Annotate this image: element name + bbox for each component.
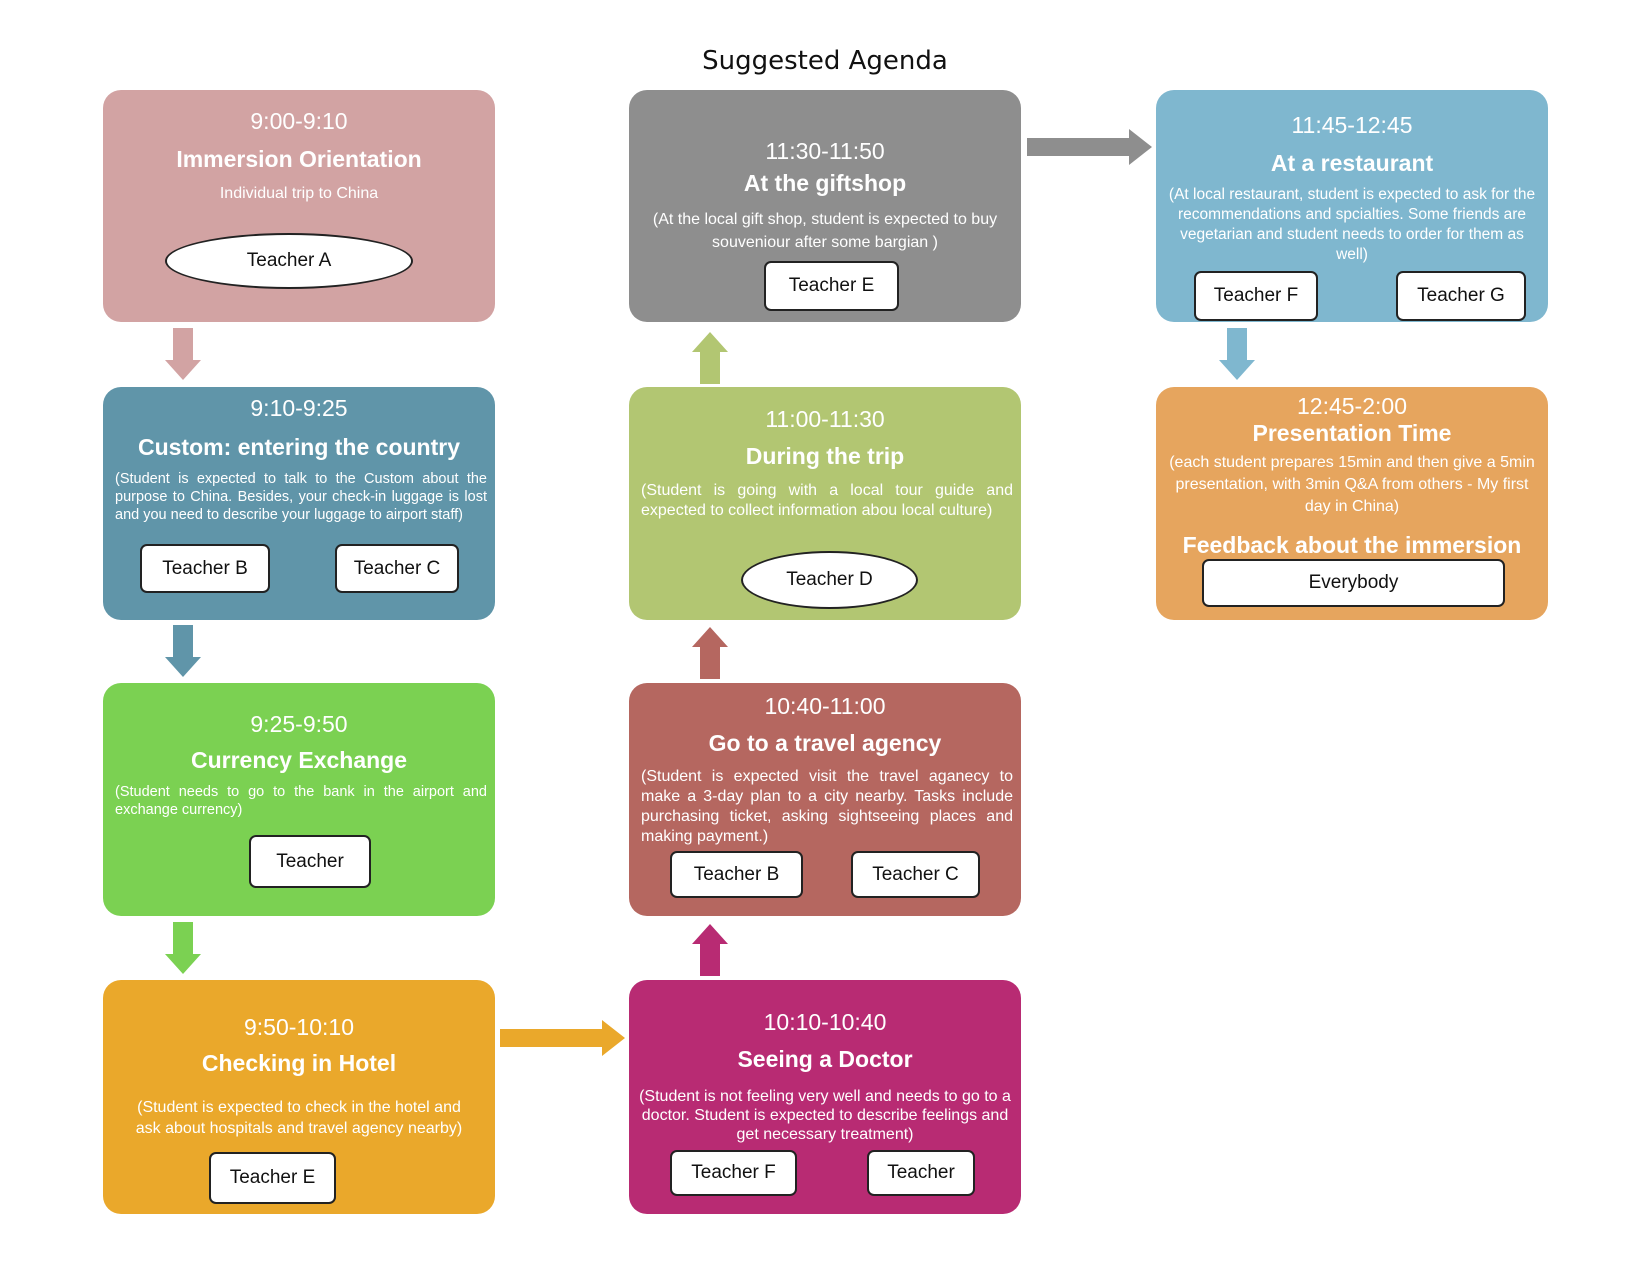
arrow-up-icon bbox=[692, 332, 728, 384]
page-title: Suggested Agenda bbox=[702, 46, 948, 76]
arrow-up-icon bbox=[692, 924, 728, 976]
step-time: 11:00-11:30 bbox=[765, 406, 885, 432]
teacher-box: Teacher C bbox=[335, 544, 459, 593]
arrow-right-icon bbox=[1027, 129, 1152, 165]
step-time: 12:45-2:00 bbox=[1297, 393, 1407, 419]
step-time: 9:10-9:25 bbox=[250, 395, 348, 421]
step-custom: 9:10-9:25 Custom: entering the country (… bbox=[103, 387, 495, 620]
teacher-box: Teacher E bbox=[209, 1152, 336, 1204]
teacher-box: Teacher F bbox=[670, 1150, 797, 1196]
step-heading: Currency Exchange bbox=[190, 747, 408, 773]
step-heading: Presentation Time bbox=[1252, 420, 1452, 446]
arrow-down-icon bbox=[165, 625, 201, 677]
arrow-up-icon bbox=[692, 627, 728, 679]
step-description: (Student is expected to check in the hot… bbox=[135, 1099, 463, 1137]
step-subtitle: Individual trip to China bbox=[219, 185, 379, 202]
step-trip: 11:00-11:30 During the trip (Student is … bbox=[629, 387, 1021, 620]
teacher-box: Teacher E bbox=[764, 261, 899, 311]
step-time: 10:10-10:40 bbox=[763, 1009, 887, 1035]
step-orientation: 9:00-9:10 Immersion Orientation Individu… bbox=[103, 90, 495, 322]
step-heading: During the trip bbox=[745, 443, 905, 469]
step-heading: Custom: entering the country bbox=[137, 434, 460, 460]
teacher-box: Teacher G bbox=[1396, 271, 1526, 321]
arrow-down-icon bbox=[165, 328, 201, 380]
step-time: 9:50-10:10 bbox=[244, 1014, 354, 1040]
step-time: 9:00-9:10 bbox=[250, 108, 348, 134]
step-hotel: 9:50-10:10 Checking in Hotel (Student is… bbox=[103, 980, 495, 1214]
step-giftshop: 11:30-11:50 At the giftshop (At the loca… bbox=[629, 90, 1021, 322]
step-time: 11:45-12:45 bbox=[1291, 112, 1413, 138]
step-presentation: 12:45-2:00 Presentation Time (each stude… bbox=[1156, 387, 1548, 620]
teacher-box: Everybody bbox=[1202, 559, 1505, 607]
step-feedback-label: Feedback about the immersion bbox=[1182, 532, 1522, 558]
step-description: (At the local gift shop, student is expe… bbox=[652, 211, 998, 251]
teacher-box: Teacher B bbox=[670, 851, 803, 898]
step-description: (Student is expected visit the travel ag… bbox=[641, 768, 1013, 845]
teacher-box: Teacher bbox=[249, 835, 371, 888]
teacher-box: Teacher A bbox=[165, 233, 413, 289]
arrow-down-icon bbox=[1219, 328, 1255, 380]
arrow-down-icon bbox=[165, 922, 201, 974]
step-time: 9:25-9:50 bbox=[250, 711, 348, 737]
step-heading: At the giftshop bbox=[743, 170, 907, 196]
step-description: (Student is going with a local tour guid… bbox=[641, 482, 1013, 519]
step-time: 11:30-11:50 bbox=[765, 138, 885, 164]
step-heading: Go to a travel agency bbox=[708, 730, 942, 756]
teacher-box: Teacher C bbox=[851, 851, 980, 898]
step-restaurant: 11:45-12:45 At a restaurant (At local re… bbox=[1156, 90, 1548, 322]
step-description: (Student is not feeling very well and ne… bbox=[639, 1088, 1011, 1143]
teacher-box: Teacher D bbox=[741, 551, 918, 609]
teacher-box: Teacher F bbox=[1194, 271, 1318, 321]
step-doctor: 10:10-10:40 Seeing a Doctor (Student is … bbox=[629, 980, 1021, 1214]
step-travel-agency: 10:40-11:00 Go to a travel agency (Stude… bbox=[629, 683, 1021, 916]
step-description: (each student prepares 15min and then gi… bbox=[1169, 454, 1535, 515]
arrow-right-icon bbox=[500, 1020, 625, 1056]
teacher-box: Teacher bbox=[867, 1150, 975, 1196]
step-description: (Student is expected to talk to the Cust… bbox=[115, 471, 487, 523]
step-heading: Immersion Orientation bbox=[176, 146, 422, 172]
step-currency: 9:25-9:50 Currency Exchange (Student nee… bbox=[103, 683, 495, 916]
step-heading: Checking in Hotel bbox=[201, 1050, 397, 1076]
step-heading: Seeing a Doctor bbox=[737, 1046, 913, 1072]
step-description: (At local restaurant, student is expecte… bbox=[1168, 186, 1536, 263]
teacher-box: Teacher B bbox=[140, 544, 270, 593]
step-description: (Student needs to go to the bank in the … bbox=[115, 784, 487, 818]
step-heading: At a restaurant bbox=[1270, 150, 1434, 176]
step-time: 10:40-11:00 bbox=[764, 693, 886, 719]
